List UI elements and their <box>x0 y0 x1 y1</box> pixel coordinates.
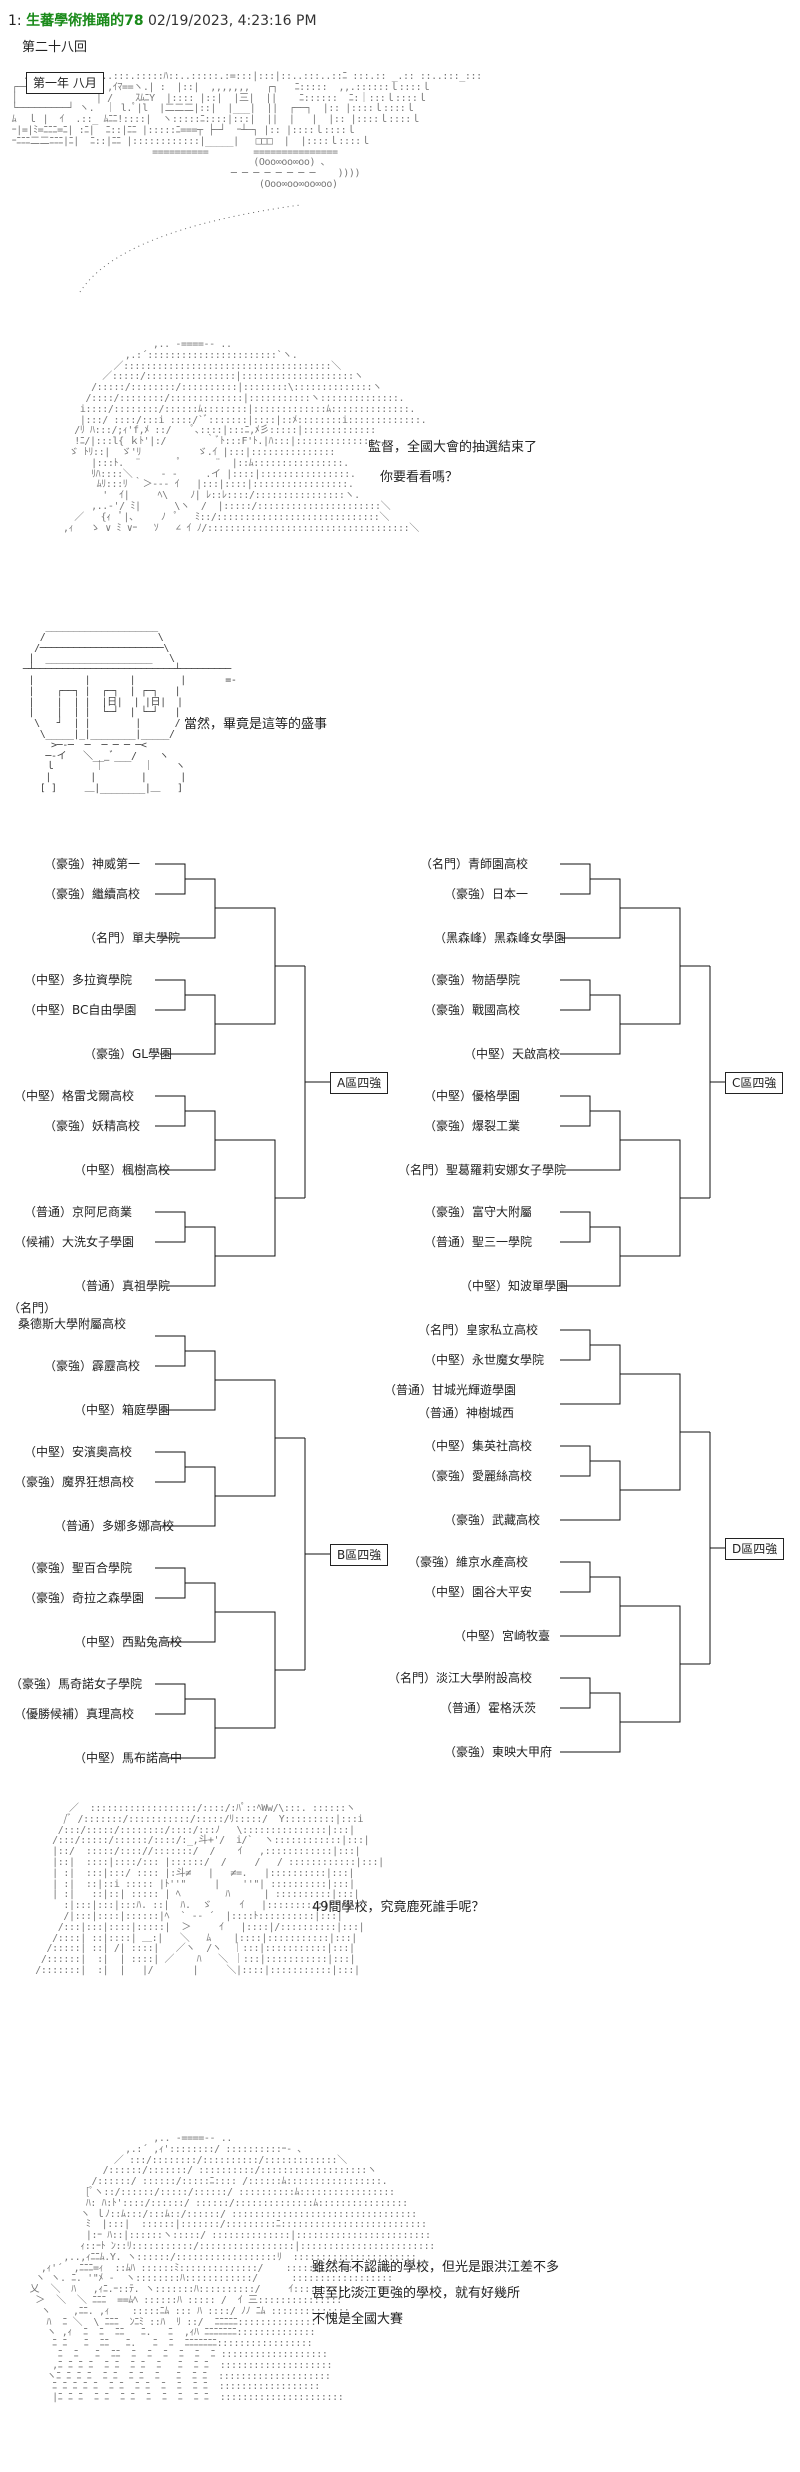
scene-caption-box: 第一年 八月 <box>26 72 104 94</box>
team-a-5: （中堅）BC自由學園 <box>24 1003 137 1017</box>
team-a-10: （普通）京阿尼商業 <box>24 1205 133 1219</box>
team-c-6: （中堅）天啟高校 <box>464 1047 561 1061</box>
team-b-2: （豪強）霹靂高校 <box>44 1359 141 1373</box>
team-a-8: （豪強）妖精高校 <box>44 1119 141 1133</box>
team-c-1: （名門）青師園高校 <box>420 857 529 871</box>
team-d-6: （豪強）愛麗絲高校 <box>424 1469 533 1483</box>
team-c-9: （名門）聖葛羅莉安娜女子學院 <box>398 1163 567 1177</box>
team-c-3: （黑森峰）黑森峰女學園 <box>434 931 567 945</box>
team-a-4: （中堅）多拉資學院 <box>24 973 133 987</box>
team-a-9: （中堅）楓樹高校 <box>74 1163 171 1177</box>
team-c-11: （普通）聖三一學院 <box>424 1235 533 1249</box>
team-d-4: （普通）神樹城西 <box>418 1406 515 1420</box>
team-b-11: （優勝候補）真理高校 <box>14 1707 135 1721</box>
group-d-label: D區四強 <box>725 1538 785 1560</box>
team-b-1: 桑德斯大學附屬高校 <box>18 1317 127 1331</box>
post-number: 1: <box>8 13 22 29</box>
post-author[interactable]: 生蕃學術推踊的78 <box>26 13 144 29</box>
team-c-8: （豪強）爆裂工業 <box>424 1119 521 1133</box>
character-ascii-art-4: ,.. -====‐- .. ,.:´ ,ｨ'::::::::/ :::::::… <box>29 2133 436 2404</box>
team-d-11: （名門）淡江大學附設高校 <box>388 1671 533 1685</box>
team-d-7: （豪強）武藏高校 <box>444 1513 541 1527</box>
team-b-4: （中堅）安濱奧高校 <box>24 1445 133 1459</box>
team-a-3: （名門）單夫學院 <box>84 931 181 945</box>
team-b-6: （普通）多娜多娜高校 <box>54 1519 175 1533</box>
team-a-2: （豪強）繼續高校 <box>44 887 141 901</box>
team-c-5: （豪強）戰國高校 <box>424 1003 521 1017</box>
chapter-title: 第二十八回 <box>22 40 88 55</box>
team-d-3: （普通）甘城光輝遊學園 <box>384 1383 517 1397</box>
team-b-5: （豪強）魔界狂想高校 <box>14 1475 135 1489</box>
scene-ascii-art: .:::::::..::::..:::.:::::ﾊ::..:::::.:=::… <box>11 71 482 190</box>
team-b-3: （中堅）箱庭學園 <box>74 1403 171 1417</box>
dialogue-line-4: 49間學校，究竟鹿死誰手呢？ <box>312 1900 485 1915</box>
character-ascii-art-2: ____________________ / \ /──────────────… <box>22 621 237 794</box>
team-b-1-tag: （名門） <box>8 1301 57 1315</box>
character-ascii-art-3: ／ :::::::::::::::::::/::::/:ﾊﾟ::ﾍWw/\:::… <box>35 1803 384 1976</box>
team-a-6: （豪強）GL學園 <box>84 1047 172 1061</box>
team-b-7: （豪強）聖百合學院 <box>24 1561 133 1575</box>
team-d-8: （豪強）維京水產高校 <box>408 1555 529 1569</box>
team-d-9: （中堅）園谷大平安 <box>424 1585 533 1599</box>
group-b-label: B區四強 <box>330 1544 389 1566</box>
team-b-12: （中堅）馬布諾高中 <box>74 1751 183 1765</box>
team-a-12: （普通）真祖學院 <box>74 1279 171 1293</box>
team-c-2: （豪強）日本一 <box>444 887 529 901</box>
group-c-label: C區四強 <box>725 1072 784 1094</box>
character-ascii-art-1: ,.. -====‐- .. ,.:´:::::::::::::::::::::… <box>62 339 427 534</box>
team-d-5: （中堅）集英社高校 <box>424 1439 533 1453</box>
team-b-9: （中堅）西點兔高校 <box>74 1635 183 1649</box>
dialogue-line-5b: 甚至比淡江更強的學校，就有好幾所 <box>312 2286 521 2301</box>
team-d-2: （中堅）永世魔女學院 <box>424 1353 545 1367</box>
team-b-10: （豪強）馬奇諾女子學院 <box>10 1677 143 1691</box>
dialogue-line-1: 監督，全國大會的抽選結束了 <box>368 440 538 455</box>
post-header: 1: 生蕃學術推踊的78 02/19/2023, 4:23:16 PM <box>8 12 317 30</box>
scene-caption: 第一年 八月 <box>33 76 97 90</box>
dialogue-line-5a: 雖然有不認識的學校，但光是跟洪江差不多 <box>312 2260 560 2275</box>
team-c-7: （中堅）優格學園 <box>424 1089 521 1103</box>
team-c-12: （中堅）知波單學園 <box>460 1279 569 1293</box>
team-c-4: （豪強）物語學院 <box>424 973 521 987</box>
team-c-10: （豪強）富守大附屬 <box>424 1205 533 1219</box>
dialogue-line-5c: 不愧是全國大賽 <box>312 2312 404 2327</box>
team-d-10: （中堅）宮崎牧臺 <box>454 1629 551 1643</box>
team-d-12: （普通）霍格沃茨 <box>440 1701 537 1715</box>
team-a-11: （候補）大洗女子學園 <box>14 1235 135 1249</box>
dialogue-line-3: 當然，畢竟是這等的盛事 <box>184 717 328 732</box>
post-datetime: 02/19/2023, 4:23:16 PM <box>148 13 317 29</box>
team-a-7: （中堅）格雷戈爾高校 <box>14 1089 135 1103</box>
team-d-13: （豪強）東映大甲府 <box>444 1745 553 1759</box>
team-b-8: （豪強）奇拉之森學園 <box>24 1591 145 1605</box>
group-a-label: A區四強 <box>330 1072 389 1094</box>
dialogue-line-2: 你要看看嗎？ <box>380 470 459 485</box>
team-a-1: （豪強）神威第一 <box>44 857 141 871</box>
team-d-1: （名門）皇家私立高校 <box>418 1323 539 1337</box>
